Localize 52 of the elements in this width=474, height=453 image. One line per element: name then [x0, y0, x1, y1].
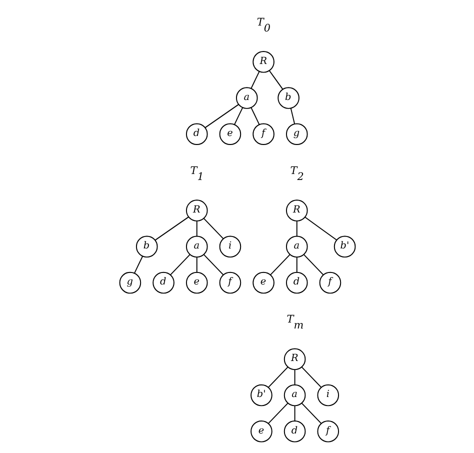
node-circle: a — [185, 236, 208, 258]
connector — [294, 405, 295, 422]
node-circle: R — [252, 51, 274, 73]
node-circle: b — [135, 236, 158, 258]
connector — [302, 254, 324, 276]
node-circle: d — [185, 123, 208, 146]
node-circle: b' — [333, 236, 356, 258]
connector — [296, 220, 297, 237]
node-circle: a — [285, 236, 308, 258]
connector — [170, 254, 190, 276]
node-circle: R — [283, 348, 306, 370]
node-circle: e — [252, 272, 274, 294]
node-circle: f — [318, 272, 341, 294]
connector — [196, 256, 197, 273]
node-circle: R — [285, 200, 308, 222]
node-circle: f — [252, 123, 274, 146]
node-circle: g — [118, 272, 141, 294]
node-circle: a — [283, 384, 306, 406]
connector — [268, 70, 283, 90]
connector — [202, 218, 224, 240]
node-circle: i — [316, 384, 339, 406]
node-circle: a — [235, 87, 258, 109]
connector — [196, 220, 197, 237]
connector — [268, 402, 288, 424]
node-circle: b' — [250, 384, 272, 406]
node-circle: R — [185, 200, 208, 222]
node-circle: e — [185, 272, 208, 294]
connector — [300, 402, 322, 424]
node-circle: b — [277, 87, 299, 109]
node-circle: e — [250, 420, 272, 442]
connector — [296, 256, 297, 273]
connector — [300, 366, 322, 388]
connector — [234, 107, 243, 125]
connector — [294, 369, 295, 386]
node-circle: d — [283, 420, 306, 442]
connector — [250, 107, 260, 125]
node-circle: e — [218, 123, 241, 146]
connector — [134, 256, 143, 274]
connector — [250, 71, 260, 89]
node-circle: f — [316, 420, 339, 442]
connector — [290, 108, 295, 124]
node-circle: d — [285, 272, 308, 294]
node-circle: f — [218, 272, 241, 294]
connector — [304, 216, 336, 240]
node-circle: d — [152, 272, 174, 294]
connector — [204, 104, 239, 128]
connector — [270, 254, 290, 276]
connector — [202, 254, 224, 276]
node-circle: i — [218, 236, 241, 258]
connector — [154, 216, 189, 241]
connector — [268, 366, 288, 388]
node-circle: g — [285, 123, 308, 146]
